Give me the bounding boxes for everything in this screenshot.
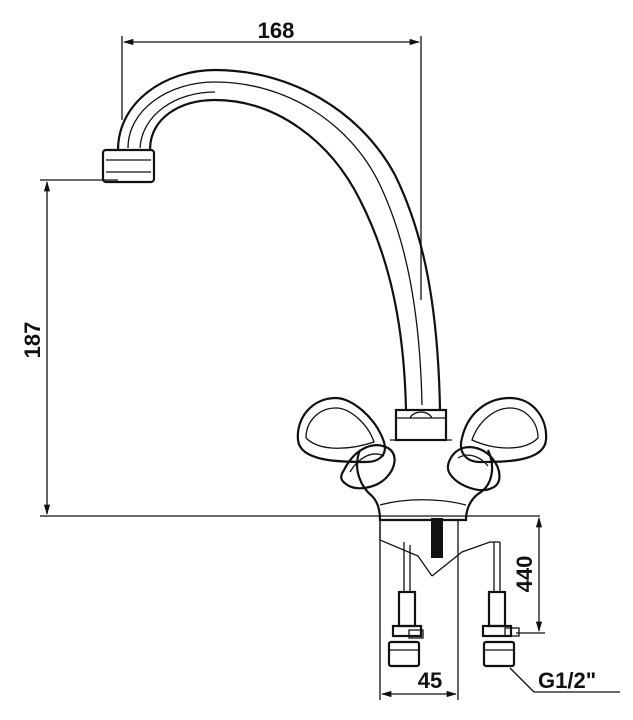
right-handle [446, 396, 548, 492]
spout-base-nut [394, 408, 448, 442]
threaded-rod [431, 518, 443, 558]
dimension-label-168: 168 [258, 18, 295, 43]
dimension-label-440: 440 [512, 556, 537, 593]
dimension-spout-reach: 168 [121, 18, 422, 300]
dimension-hose-spacing: 45 [379, 520, 459, 700]
dimension-spout-height: 187 [20, 179, 540, 517]
dimension-connection-thread: G1/2" [509, 667, 620, 693]
left-handle [296, 396, 396, 490]
dimension-label-45: 45 [418, 668, 442, 693]
dimension-label-thread: G1/2" [538, 668, 596, 693]
mixer-body [355, 439, 494, 522]
left-hose [379, 520, 433, 668]
dimension-label-187: 187 [20, 322, 45, 359]
spout [116, 68, 442, 411]
aerator [101, 148, 156, 184]
dimension-hose-length: 440 [512, 516, 545, 634]
right-hose [431, 541, 520, 668]
